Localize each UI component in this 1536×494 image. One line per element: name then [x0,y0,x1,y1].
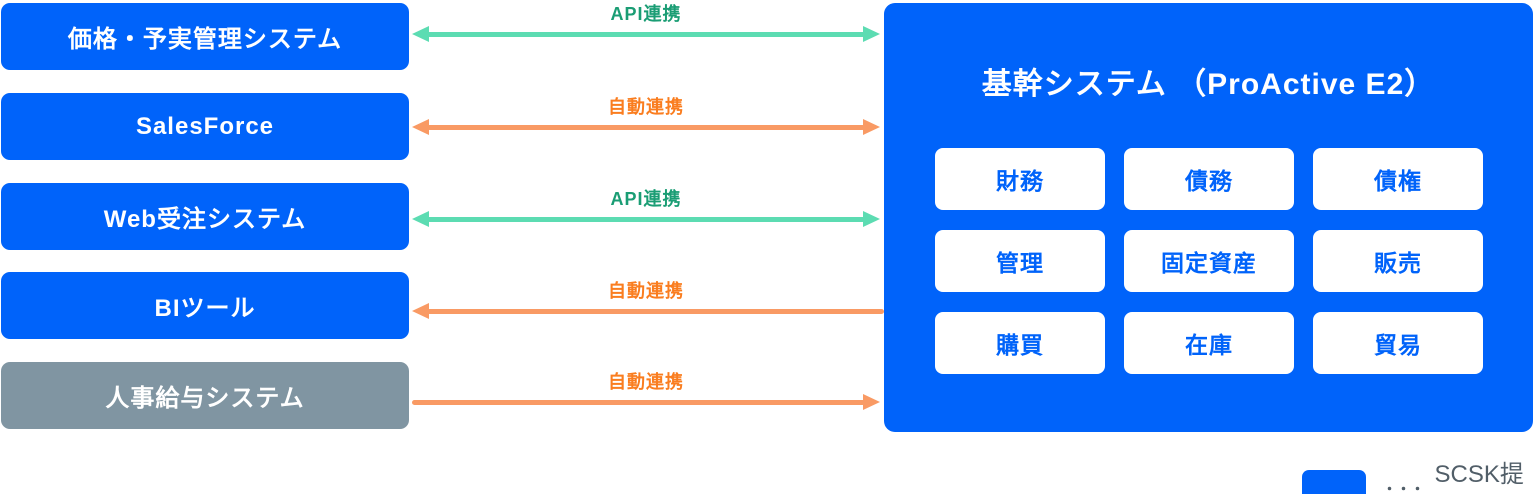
module-box-2: 債権 [1313,148,1483,210]
legend: ・・・ SCSK提供 [1302,454,1536,494]
core-system-modules: 財務債務債権管理固定資産販売購買在庫貿易 [935,148,1483,374]
module-box-3: 管理 [935,230,1105,292]
core-system-title: 基幹システム （ProActive E2） [981,68,1436,101]
connector-arrow-line [412,26,880,42]
connector-label: API連携 [610,4,682,24]
module-box-5: 販売 [1313,230,1483,292]
system-box-0: 価格・予実管理システム [1,3,409,70]
module-box-0: 財務 [935,148,1105,210]
arrowhead-left-icon [412,119,429,135]
system-box-label: 人事給与システム [105,385,305,412]
arrowhead-right-icon [863,394,880,410]
legend-dots: ・・・ [1382,481,1425,494]
connector-arrow-line [412,211,880,227]
arrowhead-left-icon [412,211,429,227]
module-box-4: 固定資産 [1124,230,1294,292]
legend-swatch [1302,470,1367,494]
legend-label: SCSK提供 [1434,461,1524,488]
system-box-label: SalesForce [135,112,275,140]
connector-label: 自動連携 [608,281,684,301]
arrowhead-right-icon [863,26,880,42]
module-box-7: 在庫 [1124,312,1294,374]
connector-3: 自動連携 [412,280,884,319]
module-box-8: 貿易 [1313,312,1483,374]
module-box-6: 購買 [935,312,1105,374]
arrowhead-right-icon [863,119,880,135]
connector-label: 自動連携 [608,97,684,117]
system-box-label: 価格・予実管理システム [67,26,343,53]
arrowhead-right-icon [863,211,880,227]
system-box-3: BIツール [1,272,409,339]
system-box-4: 人事給与システム [1,362,409,429]
arrowhead-left-icon [412,26,429,42]
connector-arrow-line [412,119,880,135]
connector-2: API連携 [412,188,880,227]
connector-4: 自動連携 [412,371,880,410]
connector-1: 自動連携 [412,96,880,135]
system-box-1: SalesForce [1,93,409,160]
module-box-1: 債務 [1124,148,1294,210]
core-system-box: 基幹システム （ProActive E2） 財務債務債権管理固定資産販売購買在庫… [884,3,1533,432]
system-box-label: Web受注システム [103,206,307,233]
system-box-label: BIツール [154,295,256,322]
connector-arrow-line [412,303,884,319]
system-box-2: Web受注システム [1,183,409,250]
connector-0: API連携 [412,3,880,42]
connector-label: API連携 [610,189,682,209]
arrowhead-left-icon [412,303,429,319]
connector-label: 自動連携 [608,372,684,392]
connector-arrow-line [412,394,880,410]
